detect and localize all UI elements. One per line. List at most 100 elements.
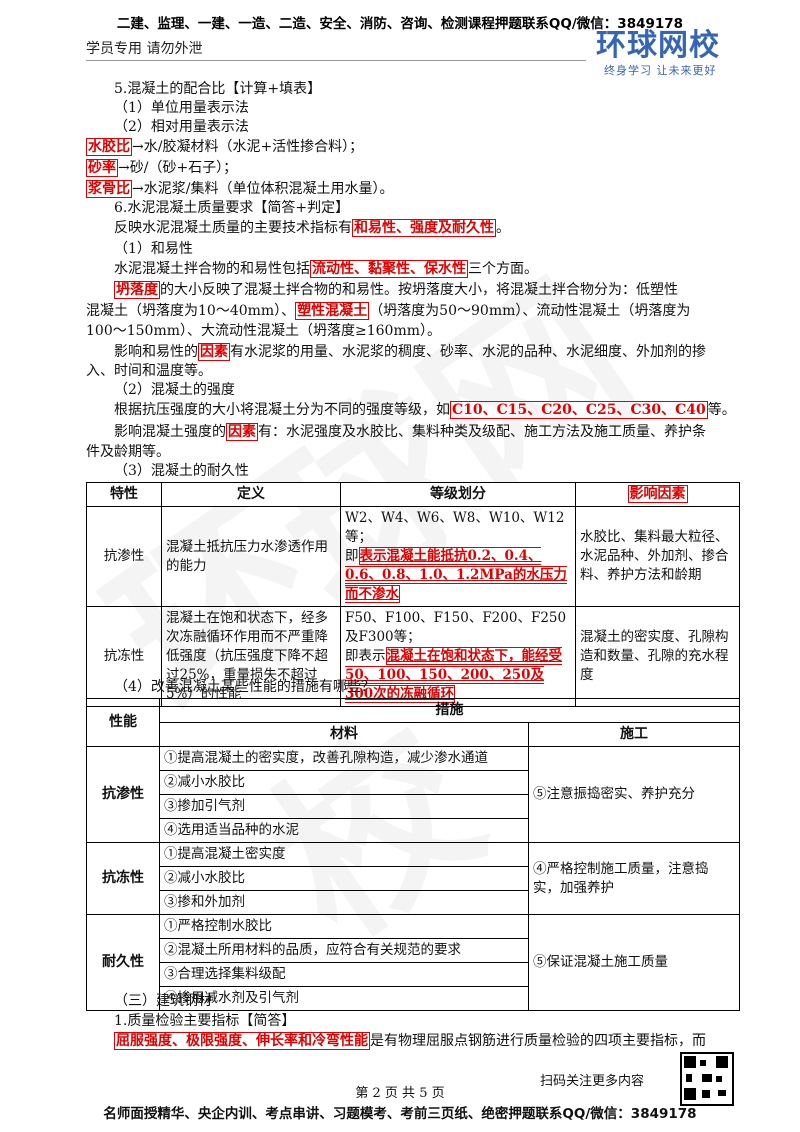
row-grade: F50、F100、F150、F200、F250及F300等； 即表示混凝土在饱和… xyxy=(340,606,576,707)
row-factor: 水胶比、集料最大粒径、水泥品种、外加剂、掺合料、养护方法和龄期 xyxy=(575,506,740,607)
table-row: ③掺和外加剂 xyxy=(87,890,740,915)
workability-title: （1）和易性 xyxy=(114,241,193,257)
paste-ratio-text: →水泥浆/集料（单位体积混凝土用水量）。 xyxy=(132,181,394,197)
strength-factor-line-2: 件及龄期等。 xyxy=(86,444,170,460)
steel-title: （三）建筑钢材 xyxy=(114,993,212,1009)
material-item: ④掺用减水剂及引气剂 xyxy=(159,986,529,1011)
construct-item: ⑤注意振捣密实、养护充分 xyxy=(528,746,740,843)
table-row: 耐久性 ①严格控制水胶比 ⑤保证混凝土施工质量 xyxy=(86,914,740,1011)
strength-factor-key: 因素 xyxy=(226,423,258,441)
row-definition: 混凝土抵抗压力水渗透作用的能力 xyxy=(161,506,341,607)
measure-header: 措施 xyxy=(159,698,740,723)
construct-item: ④严格控制施工质量，注意捣实，加强养护 xyxy=(528,842,740,915)
material-item: ①提高混凝土的密实度，改善孔隙构造，减少渗水通道 xyxy=(159,746,529,771)
workability-text: 水泥混凝土拌合物的和易性包括 xyxy=(114,261,310,277)
steel-subtitle: 1.质量检验主要指标【简答】 xyxy=(114,1013,296,1029)
strength-factor-text-1: 影响混凝土强度的 xyxy=(114,424,226,440)
sand-ratio-key: 砂率 xyxy=(86,159,118,177)
material-item: ①提高混凝土密实度 xyxy=(159,842,529,867)
col-header-factor-text: 影响因素 xyxy=(627,485,688,503)
row-definition: 混凝土在饱和状态下，经多次冻融循环作用而不严重降低强度（抗压强度下降不超过25%… xyxy=(161,606,341,707)
durability-title: （3）混凝土的耐久性 xyxy=(114,463,249,479)
intro-text: 反映水泥混凝土质量的主要技术指标有 xyxy=(114,220,352,236)
sand-ratio-line: 砂率→砂/（砂+石子）； xyxy=(86,159,237,178)
water-cement-text: →水/胶凝材料（水泥+活性掺合料）； xyxy=(132,139,364,155)
slump-key: 坍落度 xyxy=(114,281,160,299)
col-header-property: 特性 xyxy=(86,482,162,507)
section-6-title: 6.水泥混凝土质量要求【简答+判定】 xyxy=(114,200,350,216)
material-item: ②减小水胶比 xyxy=(159,770,529,795)
slump-text-2: 混凝土（坍落度为10～40mm）、 xyxy=(86,303,296,319)
header-contact-line: 二建、监理、一建、一造、二造、安全、消防、咨询、检测课程押题联系QQ/微信：38… xyxy=(116,16,684,32)
strength-text: 根据抗压强度的大小将混凝土分为不同的强度等级，如 xyxy=(114,402,450,418)
factor-line-2: 入、时间和温度等。 xyxy=(86,363,212,379)
section-5-title: 5.混凝土的配合比【计算+填表】 xyxy=(114,81,322,97)
table-row: ④选用适当品种的水泥 xyxy=(87,818,740,843)
logo-slogan: 终身学习 让未来更好 xyxy=(604,64,717,77)
page-number: 第 2 页 共 5 页 xyxy=(355,1086,445,1101)
workability-line: 水泥混凝土拌合物的和易性包括流动性、黏聚性、保水性三个方面。 xyxy=(114,260,538,279)
slump-line-2: 混凝土（坍落度为10～40mm）、塑性混凝土（坍落度为50～90mm）、流动性混… xyxy=(86,302,690,321)
strength-end: 等。 xyxy=(707,402,736,418)
table-row: ④掺用减水剂及引气剂 xyxy=(87,986,740,1011)
material-item: ②减小水胶比 xyxy=(159,866,529,891)
section-6-intro: 反映水泥混凝土质量的主要技术指标有和易性、强度及耐久性。 xyxy=(114,219,510,238)
material-header: 材料 xyxy=(159,722,529,747)
water-cement-key: 水胶比 xyxy=(86,138,132,156)
plastic-key: 塑性混凝土 xyxy=(295,302,370,320)
water-cement-line: 水胶比→水/胶凝材料（水泥+活性掺合料）； xyxy=(86,138,363,157)
col-header-grade: 等级划分 xyxy=(340,482,576,507)
table-row: ②混凝土所用材料的品质，应符合有关规范的要求 xyxy=(87,938,740,963)
section-5-2: （2）相对用量表示法 xyxy=(114,119,249,135)
strength-title: （2）混凝土的强度 xyxy=(114,382,235,398)
factor-text-1: 影响和易性的 xyxy=(114,344,198,360)
footer-contact-line: 名师面授精华、央企内训、考点串讲、习题模考、考前三页纸、绝密押题联系QQ/微信：… xyxy=(103,1106,697,1122)
logo: 环球网校 终身学习 让未来更好 xyxy=(596,30,736,78)
scan-hint: 扫码关注更多内容 xyxy=(540,1074,645,1089)
slump-text-1: 的大小反映了混凝土拌合物的和易性。按坍落度大小，将混凝土拌合物分为：低塑性 xyxy=(160,282,678,298)
logo-main-text: 环球网校 xyxy=(596,28,720,63)
grade-key: 混凝土在饱和状态下，能经受50、100、150、200、250及300次的冻融循… xyxy=(345,647,562,703)
col-header-factor: 影响因素 xyxy=(575,482,740,507)
steel-key: 屈服强度、极限强度、伸长率和冷弯性能 xyxy=(114,1032,370,1050)
table-row: 抗渗性 混凝土抵抗压力水渗透作用的能力 W2、W4、W6、W8、W10、W12等… xyxy=(86,506,740,607)
paste-ratio-key: 浆骨比 xyxy=(86,180,132,198)
group-name: 抗冻性 xyxy=(86,842,160,915)
material-item: ②混凝土所用材料的品质，应符合有关规范的要求 xyxy=(159,938,529,963)
grade-key: 表示混凝土能抵抗0.2、0.4、0.6、0.8、1.0、1.2MPa的水压力而不… xyxy=(345,547,567,603)
grade-list: F50、F100、F150、F200、F250及F300等； xyxy=(345,610,567,645)
row-name: 抗渗性 xyxy=(86,506,162,607)
workability-end: 三个方面。 xyxy=(468,261,538,277)
material-item: ③掺加引气剂 xyxy=(159,794,529,819)
table-row: 抗渗性 ①提高混凝土的密实度，改善孔隙构造，减少渗水通道 ⑤注意振捣密实、养护充… xyxy=(86,746,740,843)
row-name: 抗冻性 xyxy=(86,606,162,707)
student-note: 学员专用 请勿外泄 xyxy=(86,41,203,57)
steel-text: 是有物理屈服点钢筋进行质量检验的四项主要指标，而 xyxy=(370,1033,706,1049)
intro-key: 和易性、强度及耐久性 xyxy=(352,219,496,237)
construct-header: 施工 xyxy=(528,722,740,747)
strength-factor-line: 影响混凝土强度的因素有：水泥强度及水胶比、集料种类及级配、施工方法及施工质量、养… xyxy=(114,423,706,442)
sand-ratio-text: →砂/（砂+石子）； xyxy=(118,160,238,176)
material-item: ①严格控制水胶比 xyxy=(159,914,529,939)
workability-key: 流动性、黏聚性、保水性 xyxy=(310,260,468,278)
improvement-table: 性能 措施 材料 施工 抗渗性 ①提高混凝土的密实度，改善孔隙构造，减少渗水通道… xyxy=(86,698,740,1011)
group-name: 抗渗性 xyxy=(86,746,160,843)
table-row: ③合理选择集料级配 xyxy=(87,962,740,987)
grade-prefix: 即表示 xyxy=(345,648,386,664)
grade-list: W2、W4、W6、W8、W10、W12等； xyxy=(345,510,565,545)
header-divider xyxy=(86,60,586,61)
grade-prefix: 即 xyxy=(345,548,359,564)
qr-code-icon xyxy=(680,1052,734,1106)
table-row: 抗冻性 混凝土在饱和状态下，经多次冻融循环作用而不严重降低强度（抗压强度下降不超… xyxy=(86,606,740,707)
strength-grade-key: C10、C15、C20、C25、C30、C40 xyxy=(450,401,708,419)
strength-factor-text-2: 有：水泥强度及水胶比、集料种类及级配、施工方法及施工质量、养护条 xyxy=(258,424,706,440)
row-factor: 混凝土的密实度、孔隙构造和数量、孔隙的充水程度 xyxy=(575,606,740,707)
table-row: 抗冻性 ①提高混凝土密实度 ④严格控制施工质量，注意捣实，加强养护 xyxy=(86,842,740,915)
factor-text-2: 有水泥浆的用量、水泥浆的稠度、砂率、水泥的品种、水泥细度、外加剂的掺 xyxy=(230,344,706,360)
factor-key: 因素 xyxy=(198,343,230,361)
table-row: ③掺加引气剂 xyxy=(87,794,740,819)
col-header-definition: 定义 xyxy=(161,482,341,507)
material-item: ④选用适当品种的水泥 xyxy=(159,818,529,843)
table-row: ②减小水胶比 xyxy=(87,866,740,891)
